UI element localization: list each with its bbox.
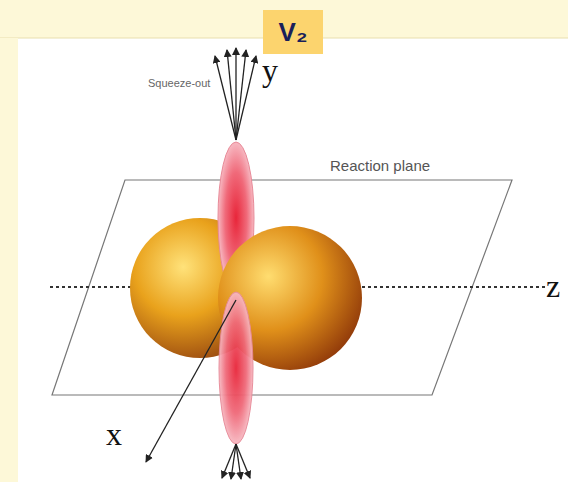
tag-text: V₂ [279,19,308,45]
title-tag: V₂ [263,10,323,54]
axis-label: x [106,418,122,450]
annotation: Squeeze-out [148,78,210,89]
plane-label: Reaction plane [330,158,430,173]
squeeze-lobe [219,292,253,444]
axis-label: z [546,270,560,302]
side-band [0,38,18,482]
squeeze-arrows [146,48,256,479]
axis-label: y [262,54,278,86]
